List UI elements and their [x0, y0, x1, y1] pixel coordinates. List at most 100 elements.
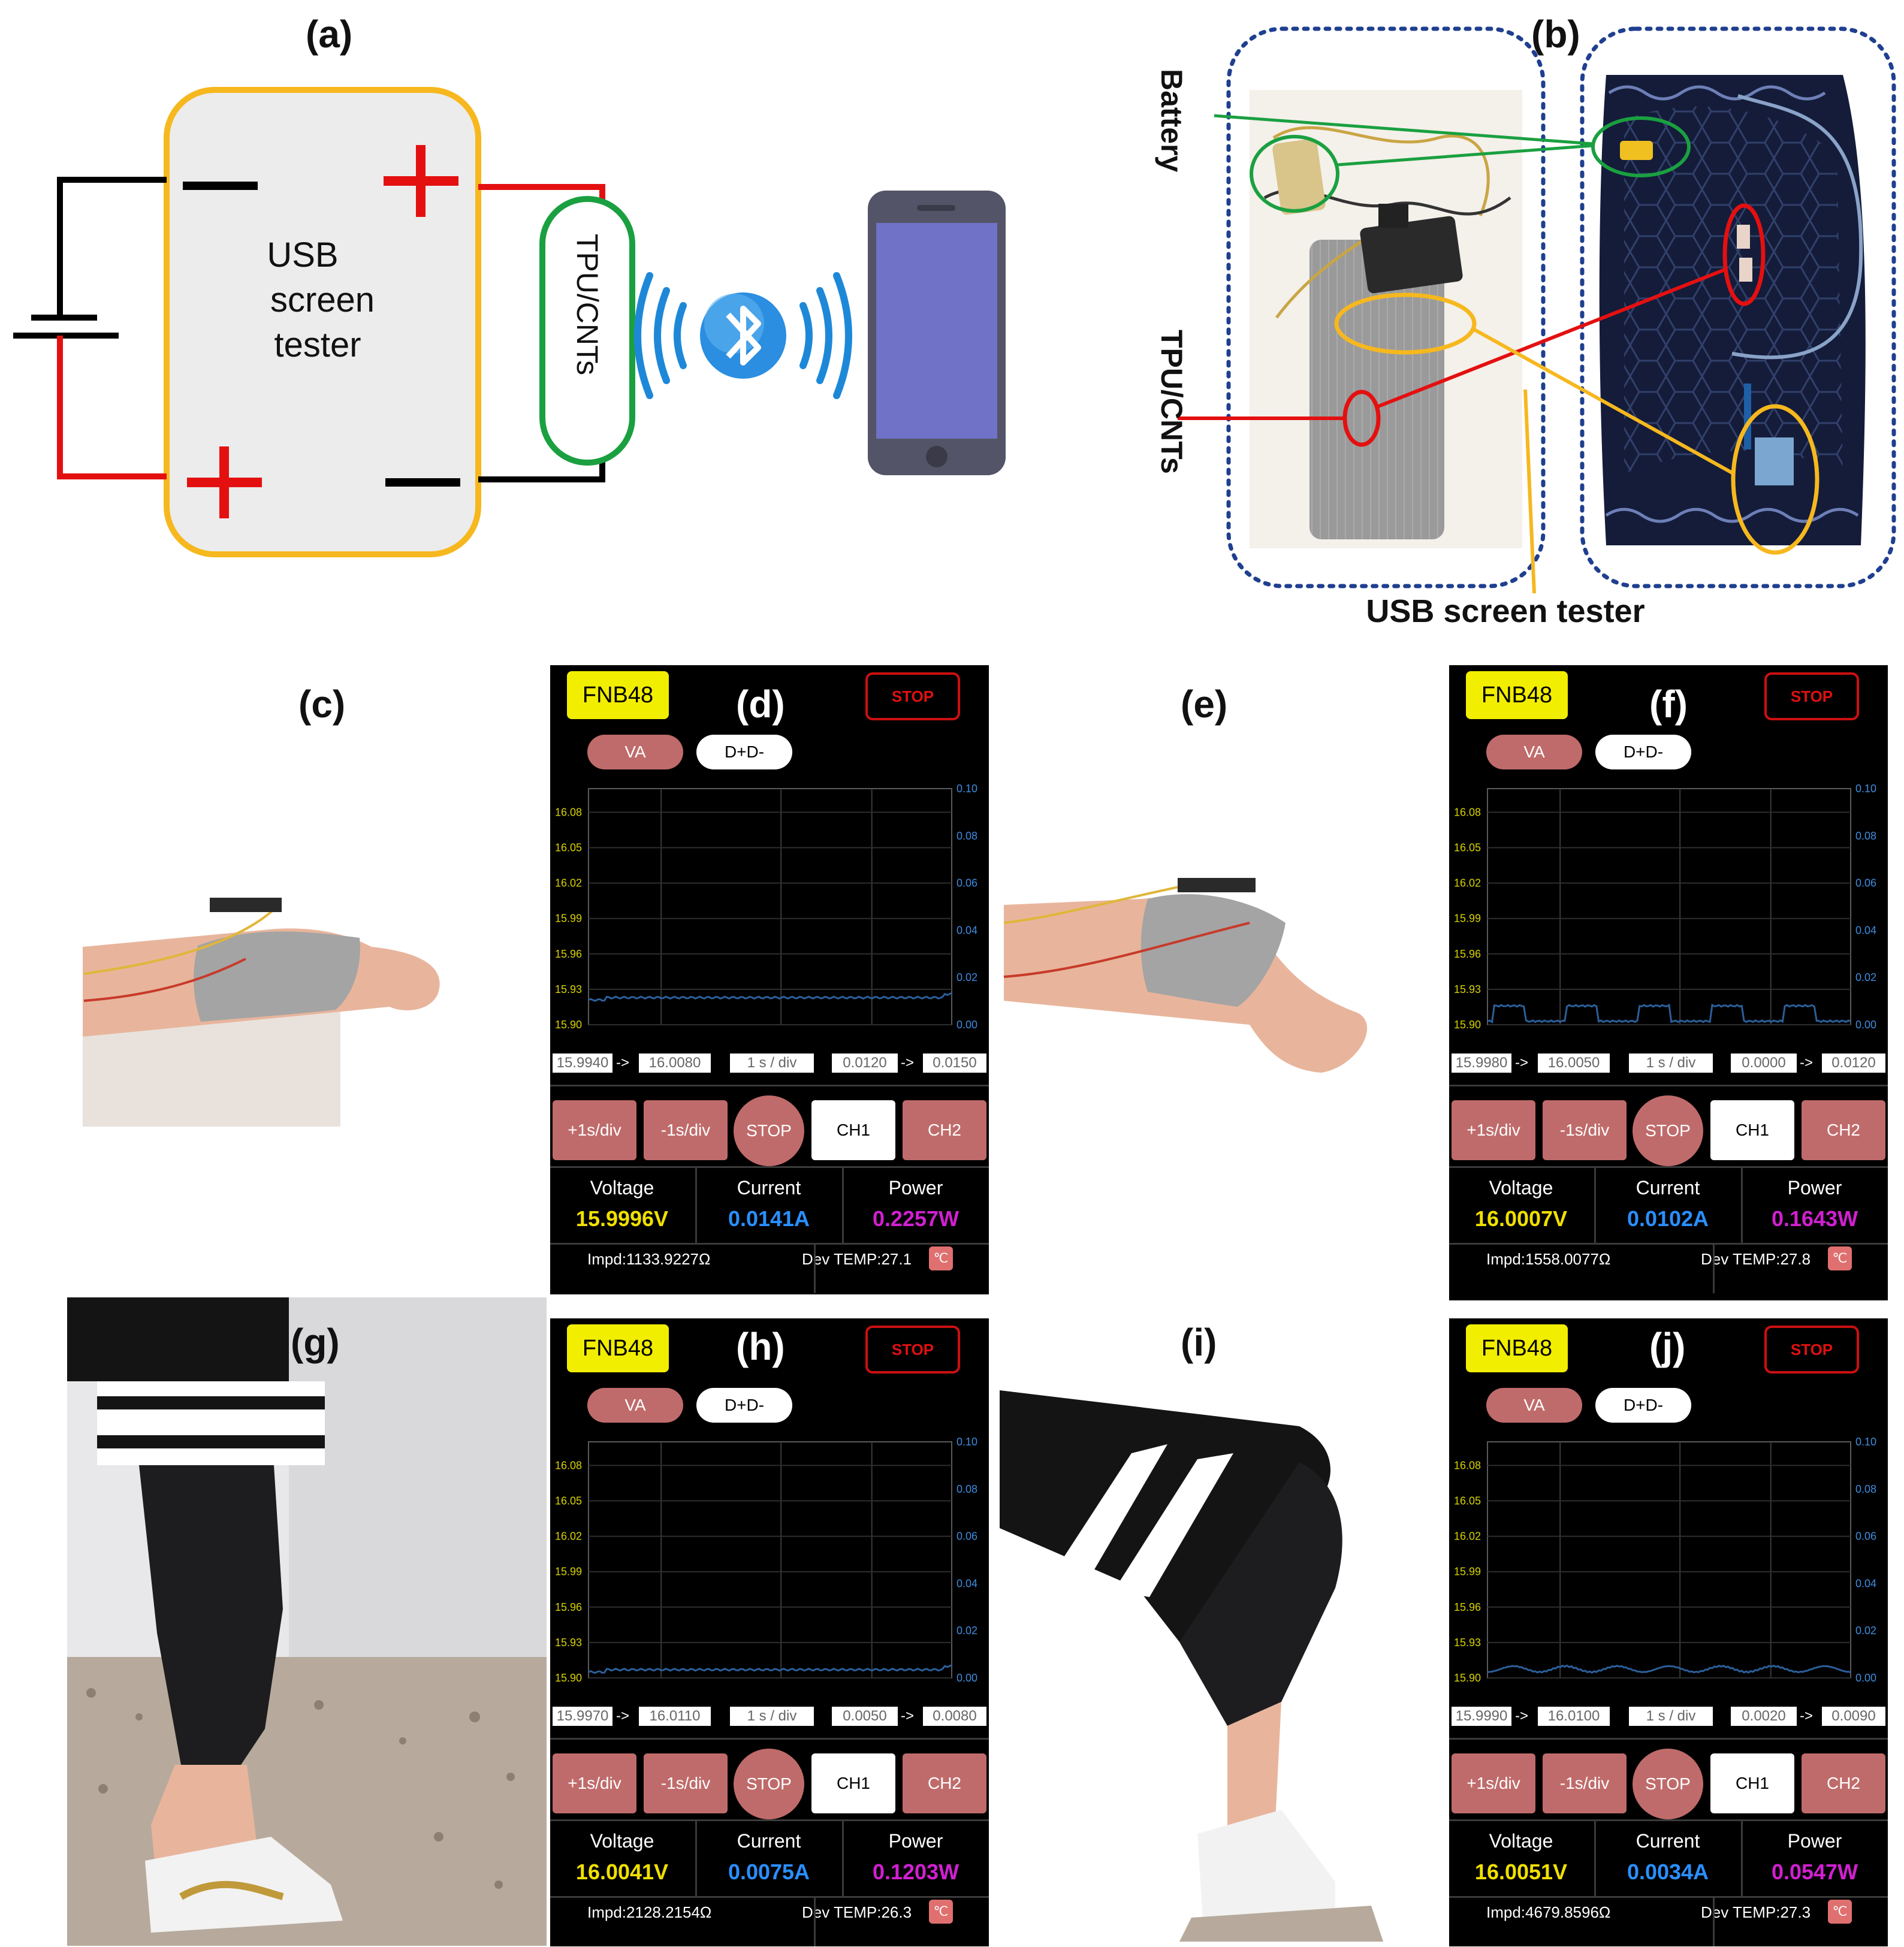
- current-range-from[interactable]: 0.0020: [1731, 1707, 1797, 1726]
- y-left-tick: 16.05: [555, 1495, 582, 1507]
- voltage-range-to[interactable]: 16.0110: [639, 1707, 711, 1726]
- stop-round-button[interactable]: STOP: [1633, 1749, 1703, 1819]
- panel-label-h: (h): [736, 1325, 785, 1368]
- increase-timebase-button[interactable]: +1s/div: [553, 1100, 636, 1160]
- y-left-tick: 15.90: [1454, 1019, 1481, 1031]
- decrease-timebase-button[interactable]: -1s/div: [1543, 1100, 1627, 1160]
- va-toggle[interactable]: VA: [587, 1388, 683, 1423]
- voltage-range-from[interactable]: 15.9990: [1452, 1707, 1511, 1726]
- y-right-tick: 0.00: [1855, 1019, 1876, 1031]
- voltage-range-to[interactable]: 16.0080: [639, 1054, 711, 1073]
- panel-label-a: (a): [306, 13, 353, 56]
- impedance-text: Impd:1133.9227Ω: [587, 1250, 711, 1268]
- power-value: 0.2257W: [872, 1206, 959, 1231]
- stop-button[interactable]: STOP: [1764, 672, 1859, 720]
- dd-toggle[interactable]: D+D-: [696, 1388, 792, 1423]
- y-right-tick: 0.00: [956, 1672, 977, 1684]
- current-label: Current: [737, 1830, 801, 1852]
- increase-timebase-button[interactable]: +1s/div: [1452, 1100, 1535, 1160]
- ch2-button[interactable]: CH2: [903, 1753, 986, 1813]
- decrease-timebase-button[interactable]: -1s/div: [644, 1753, 728, 1813]
- ch1-button[interactable]: CH1: [1710, 1100, 1794, 1160]
- current-readout: Current 0.0141A: [697, 1169, 841, 1246]
- va-toggle[interactable]: VA: [1486, 1388, 1582, 1423]
- ch2-button[interactable]: CH2: [1802, 1100, 1885, 1160]
- ch2-button[interactable]: CH2: [1802, 1753, 1885, 1813]
- y-right-tick: 0.10: [956, 1436, 977, 1448]
- y-left-tick: 16.05: [1454, 842, 1481, 854]
- dd-toggle[interactable]: D+D-: [1595, 1388, 1691, 1423]
- panel-label-j: (j): [1649, 1325, 1686, 1368]
- brand-badge: FNB48: [1466, 671, 1568, 719]
- voltage-current-chart: 16.0816.0516.0215.9915.9615.9315.900.100…: [1454, 783, 1876, 1031]
- stop-button[interactable]: STOP: [865, 1326, 960, 1374]
- range-arrow: ->: [1515, 1708, 1529, 1724]
- separator: [1741, 1819, 1743, 1896]
- separator: [842, 1819, 844, 1896]
- y-right-tick: 0.08: [1855, 1483, 1876, 1495]
- battery-leader-2: [1337, 144, 1594, 167]
- va-toggle[interactable]: VA: [1486, 735, 1582, 769]
- voltage-label: Voltage: [590, 1177, 654, 1199]
- panel-label-d: (d): [736, 683, 785, 726]
- dd-toggle[interactable]: D+D-: [1595, 735, 1691, 769]
- decrease-timebase-button[interactable]: -1s/div: [1543, 1753, 1627, 1813]
- stop-round-button[interactable]: STOP: [734, 1095, 804, 1166]
- tester-screen-photo: [1755, 437, 1794, 485]
- y-left-tick: 15.96: [1454, 948, 1481, 960]
- voltage-range-from[interactable]: 15.9980: [1452, 1054, 1511, 1073]
- current-readout: Current 0.0034A: [1596, 1822, 1740, 1900]
- y-right-tick: 0.00: [1855, 1672, 1876, 1684]
- dotted-box-right: [1580, 26, 1896, 588]
- voltage-range-from[interactable]: 15.9970: [553, 1707, 612, 1726]
- current-range-to[interactable]: 0.0120: [1822, 1054, 1885, 1073]
- increase-timebase-button[interactable]: +1s/div: [1452, 1753, 1535, 1813]
- sensor-label: TPU/CNTs: [1155, 330, 1188, 474]
- current-range-to[interactable]: 0.0080: [923, 1707, 986, 1726]
- va-toggle[interactable]: VA: [587, 735, 683, 769]
- voltage-range-to[interactable]: 16.0050: [1538, 1054, 1610, 1073]
- time-div[interactable]: 1 s / div: [1629, 1054, 1713, 1073]
- voltage-trace: [588, 1664, 952, 1674]
- battery-circle-left: [1250, 135, 1339, 213]
- device-temp-text: Dev TEMP:26.3: [802, 1903, 912, 1921]
- current-range-from[interactable]: 0.0000: [1731, 1054, 1797, 1073]
- ch2-button[interactable]: CH2: [903, 1100, 986, 1160]
- tester-text-3: tester: [274, 325, 361, 364]
- stop-button[interactable]: STOP: [865, 672, 960, 720]
- voltage-readout: Voltage 16.0051V: [1449, 1822, 1593, 1900]
- current-readout: Current 0.0075A: [697, 1822, 841, 1900]
- time-div[interactable]: 1 s / div: [730, 1054, 814, 1073]
- decrease-timebase-button[interactable]: -1s/div: [644, 1100, 728, 1160]
- voltage-range-from[interactable]: 15.9940: [553, 1054, 612, 1073]
- y-left-tick: 16.08: [1454, 806, 1481, 818]
- time-div[interactable]: 1 s / div: [1629, 1707, 1713, 1726]
- tester-photo: [1360, 216, 1463, 294]
- voltage-current-chart: 16.0816.0516.0215.9915.9615.9315.900.100…: [1454, 1436, 1876, 1684]
- current-range-from[interactable]: 0.0050: [832, 1707, 898, 1726]
- y-left-tick: 15.99: [1454, 1566, 1481, 1578]
- photo-wrist-straight: [83, 898, 440, 1127]
- ch1-button[interactable]: CH1: [811, 1753, 895, 1813]
- wire-red-left: [57, 336, 167, 479]
- voltage-trace: [588, 992, 952, 1002]
- stop-round-button[interactable]: STOP: [734, 1749, 804, 1819]
- ch1-button[interactable]: CH1: [1710, 1753, 1794, 1813]
- time-div[interactable]: 1 s / div: [730, 1707, 814, 1726]
- panel-label-b: (b): [1531, 13, 1580, 56]
- increase-timebase-button[interactable]: +1s/div: [553, 1753, 636, 1813]
- y-left-tick: 15.99: [555, 913, 582, 925]
- dd-toggle[interactable]: D+D-: [696, 735, 792, 769]
- ch1-button[interactable]: CH1: [811, 1100, 895, 1160]
- current-range-to[interactable]: 0.0150: [923, 1054, 986, 1073]
- power-readout: Power 0.1643W: [1743, 1169, 1887, 1246]
- separator: [1741, 1166, 1743, 1243]
- stop-button[interactable]: STOP: [1764, 1326, 1859, 1374]
- current-readout: Current 0.0102A: [1596, 1169, 1740, 1246]
- stop-round-button[interactable]: STOP: [1633, 1095, 1703, 1166]
- current-range-to[interactable]: 0.0090: [1822, 1707, 1885, 1726]
- separator: [550, 1166, 989, 1168]
- current-range-from[interactable]: 0.0120: [832, 1054, 898, 1073]
- y-left-tick: 15.93: [1454, 1637, 1481, 1649]
- voltage-range-to[interactable]: 16.0100: [1538, 1707, 1610, 1726]
